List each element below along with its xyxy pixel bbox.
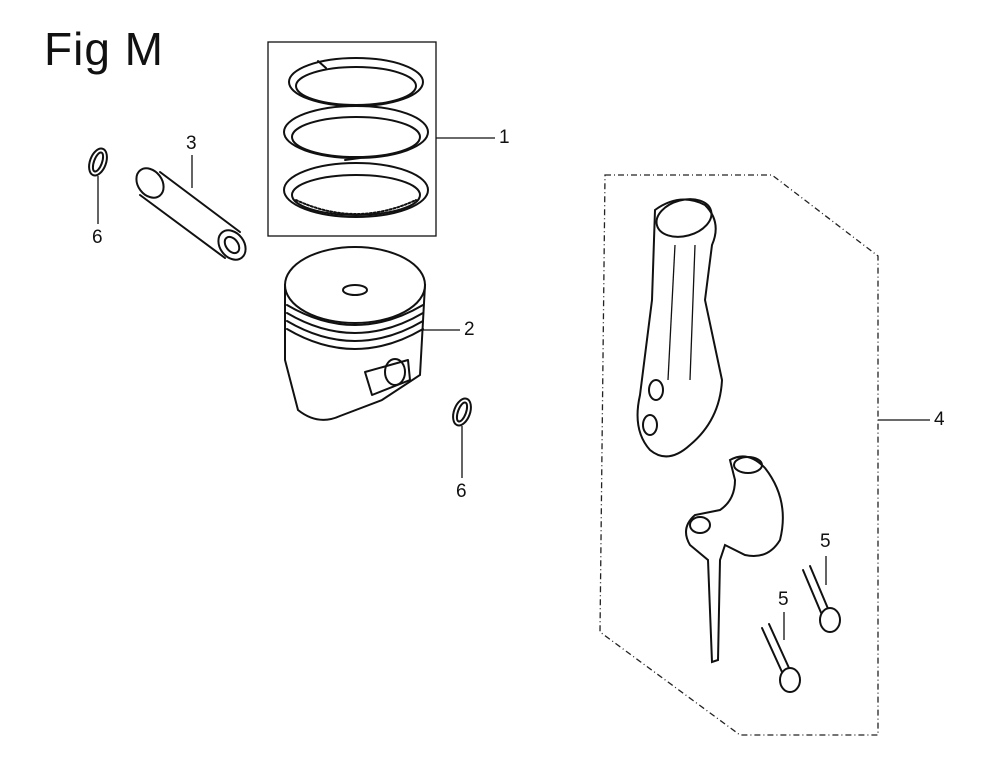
callout-5-upper: 5	[820, 531, 831, 552]
callout-5-lower: 5	[778, 589, 789, 610]
piston-ring-top	[288, 57, 424, 107]
piston-pin	[135, 167, 247, 261]
callout-6-left: 6	[92, 227, 103, 248]
pin-clip-left	[88, 147, 108, 177]
rod-cap	[685, 455, 784, 664]
callout-6-right: 6	[456, 481, 467, 502]
ring-set-frame	[267, 41, 437, 237]
piston-ring-middle	[283, 105, 429, 161]
rod-bolt-lower	[761, 623, 801, 693]
pin-clip-right	[452, 397, 472, 427]
figure-title: Fig M	[44, 23, 164, 75]
callout-4: 4	[934, 409, 945, 430]
rod-assembly-frame	[599, 174, 879, 736]
piston-ring-oil	[283, 162, 429, 218]
callout-2: 2	[464, 319, 475, 340]
callout-3: 3	[186, 133, 197, 154]
rod-bolt-upper	[802, 565, 841, 633]
connecting-rod	[636, 198, 724, 458]
piston	[284, 246, 427, 421]
callout-1: 1	[499, 127, 510, 148]
